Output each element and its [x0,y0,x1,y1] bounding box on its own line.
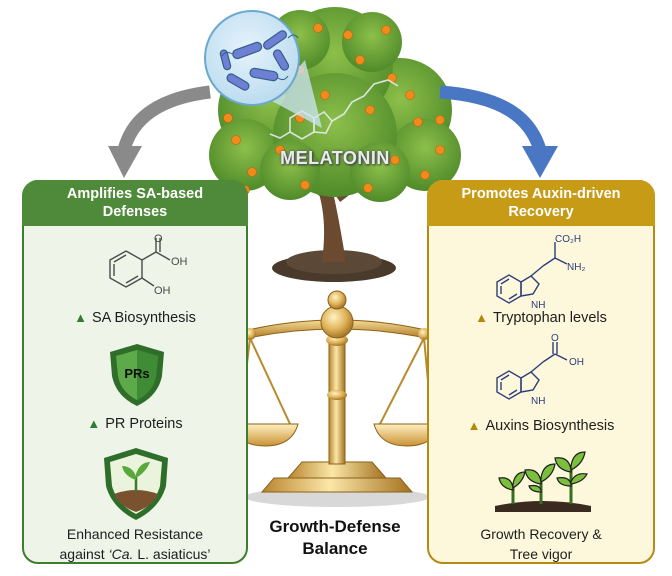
balance-line1: Growth-Defense [269,517,401,536]
pr-proteins-item: ▲ PR Proteins [24,416,246,432]
iaa-carbonyl-o: O [551,333,559,344]
auxins-label: Auxins Biosynthesis [485,418,615,434]
salicylic-acid-structure-icon: O OH OH [109,234,188,297]
recovery-panel: Promotes Auxin-driven Recovery CO₂H NH₂ … [427,180,655,564]
resistance-line1: Enhanced Resistance [66,526,204,542]
shield-label: PRs [124,366,149,381]
sa-cooh-oh: OH [171,256,188,268]
recovery-line2: Tree vigor [509,546,573,562]
iaa-oh: OH [569,357,584,368]
tryptophan-structure-icon: CO₂H NH₂ NH [496,234,585,311]
defense-panel-heading: Amplifies SA-based Defenses [22,180,248,226]
tryptophan-item: ▲ Tryptophan levels [429,310,653,326]
balance-title: Growth-Defense Balance [240,516,430,560]
iaa-nh: NH [531,396,545,407]
seedlings-icon [495,451,591,512]
recovery-text: Growth Recovery & Tree vigor [429,524,653,564]
sa-phenol-oh: OH [154,285,171,297]
trp-nh: NH [531,300,545,311]
auxin-structure-icon: O OH NH [496,333,584,407]
sa-biosynthesis-item: ▲ SA Biosynthesis [24,310,246,326]
resistance-line2: against ‘Ca. L. asiaticus’ [24,544,246,564]
sa-biosynthesis-label: SA Biosynthesis [91,310,196,326]
trp-acid: CO₂H [555,234,581,245]
melatonin-label: MELATONIN [280,148,390,168]
defense-heading-line2: Defenses [102,204,168,220]
seedling-shield-icon [104,448,168,520]
increase-triangle-icon: ▲ [475,310,488,325]
resistance-italic: ‘Ca. [108,546,134,562]
balance-line2: Balance [302,539,368,558]
sa-carbonyl-o: O [154,234,163,245]
pr-proteins-label: PR Proteins [105,416,183,432]
shield-icon: PRs [110,344,164,406]
defense-panel: Amplifies SA-based Defenses O OH OH ▲ SA … [22,180,248,564]
tryptophan-label: Tryptophan levels [492,310,607,326]
left-curved-arrow-icon [108,85,211,178]
recovery-line1: Growth Recovery & [480,526,602,542]
recovery-heading-line1: Promotes Auxin-driven [461,186,621,202]
scale-icon [231,290,441,507]
trp-amine: NH₂ [567,262,585,273]
increase-triangle-icon: ▲ [467,418,481,433]
resistance-suffix: L. asiaticus’ [133,546,211,562]
resistance-prefix: against [59,546,109,562]
recovery-panel-heading: Promotes Auxin-driven Recovery [427,180,655,226]
bacteria-icon [204,10,322,128]
resistance-text: Enhanced Resistance against ‘Ca. L. asia… [24,524,246,564]
auxins-item: ▲ Auxins Biosynthesis [429,418,653,434]
increase-triangle-icon: ▲ [74,310,87,325]
increase-triangle-icon: ▲ [87,416,101,431]
recovery-heading-line2: Recovery [508,204,574,220]
right-curved-arrow-icon [439,85,558,178]
defense-heading-line1: Amplifies SA-based [66,186,204,202]
